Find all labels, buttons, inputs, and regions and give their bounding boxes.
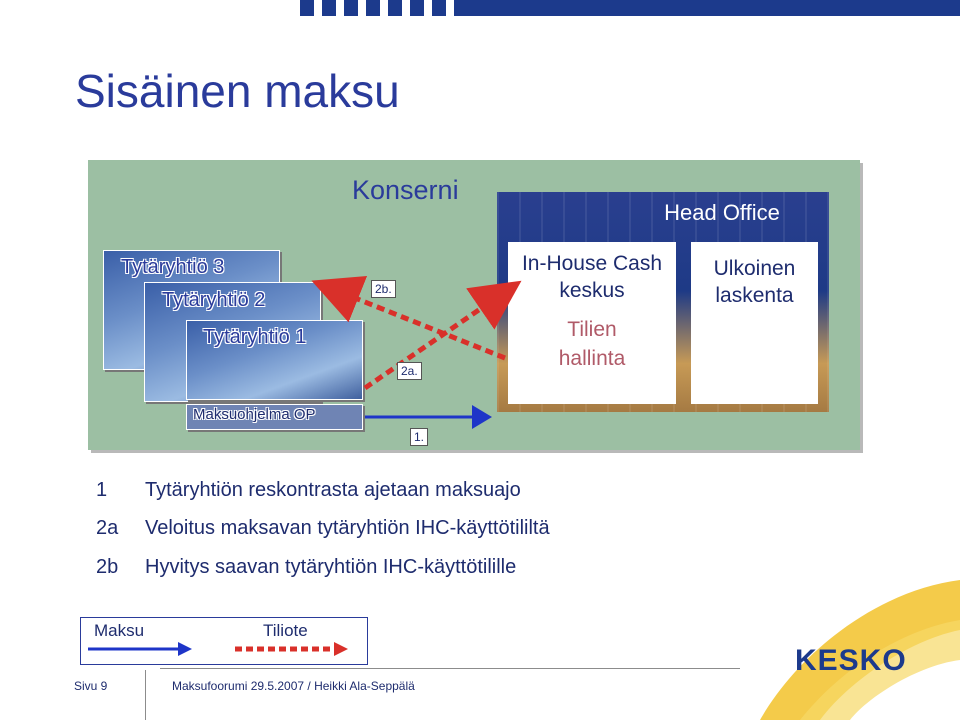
step-2b-text: Hyvitys saavan tytäryhtiön IHC-käyttötil… [145, 556, 517, 578]
subsidiary-label-3: Tytäryhtiö 3 [121, 256, 225, 278]
legend-statement-label: Tiliote [263, 621, 308, 640]
ihc-title-line2: keskus [559, 279, 625, 302]
head-office-label-wrap: Head Office [497, 200, 827, 226]
footer-vertical-divider [145, 670, 146, 720]
footer-page-number: Sivu 9 [74, 679, 108, 693]
ihc-subtitle: Tilien hallinta [508, 315, 676, 373]
marker-2a: 2a. [397, 362, 422, 380]
ihc-sub-line1: Tilien [567, 318, 617, 341]
step-2a-text: Veloitus maksavan tytäryhtiön IHC-käyttö… [145, 517, 550, 539]
top-decoration-bar-7 [432, 0, 446, 16]
legend-statement-arrowhead [334, 642, 348, 656]
head-office-label: Head Office [664, 200, 780, 225]
kesko-swoosh-graphic [760, 580, 960, 720]
kesko-logo: KESKO [795, 644, 907, 677]
payment-program-label: Maksuohjelma OP [193, 406, 316, 423]
top-decoration-bar-3 [344, 0, 358, 16]
page-title: Sisäinen maksu [75, 65, 400, 117]
marker-2b: 2b. [371, 280, 396, 298]
ihc-sub-line2: hallinta [558, 347, 626, 370]
external-line2: laskenta [715, 284, 794, 307]
marker-1: 1. [410, 428, 429, 446]
top-decoration-bar-6 [410, 0, 424, 16]
top-decoration-bar-1 [300, 0, 314, 16]
external-accounting-box [691, 242, 818, 404]
external-accounting-title: Ulkoinen laskenta [691, 255, 818, 309]
step-2b-num: 2b [96, 556, 119, 578]
top-decoration-bar-8 [454, 0, 960, 16]
subsidiary-label-2: Tytäryhtiö 2 [162, 289, 266, 311]
group-label: Konserni [352, 175, 459, 205]
legend-arrows [88, 642, 348, 656]
top-decoration-bar-4 [366, 0, 380, 16]
subsidiary-label-1: Tytäryhtiö 1 [203, 326, 307, 348]
external-line1: Ulkoinen [713, 257, 796, 280]
ihc-title: In-House Cash keskus [508, 250, 676, 304]
step-1-text: Tytäryhtiön reskontrasta ajetaan maksuaj… [145, 479, 521, 501]
arrow-1-head [472, 405, 492, 429]
top-decoration-bar-5 [388, 0, 402, 16]
ihc-title-line1: In-House Cash [521, 252, 663, 275]
step-2a-num: 2a [96, 517, 119, 539]
footer-text: Maksufoorumi 29.5.2007 / Heikki Ala-Sepp… [172, 679, 415, 693]
top-decoration-bar-2 [322, 0, 336, 16]
legend-payment-arrowhead [178, 642, 192, 656]
ihc-box [508, 242, 676, 404]
footer-divider [160, 668, 740, 669]
payment-program-box [186, 404, 363, 430]
legend-box [80, 617, 368, 665]
arrow-2b [311, 275, 506, 361]
subsidiary-card-1 [186, 320, 363, 400]
step-1-num: 1 [96, 479, 108, 501]
arrow-2a [363, 280, 522, 391]
legend-payment-label: Maksu [94, 621, 145, 640]
